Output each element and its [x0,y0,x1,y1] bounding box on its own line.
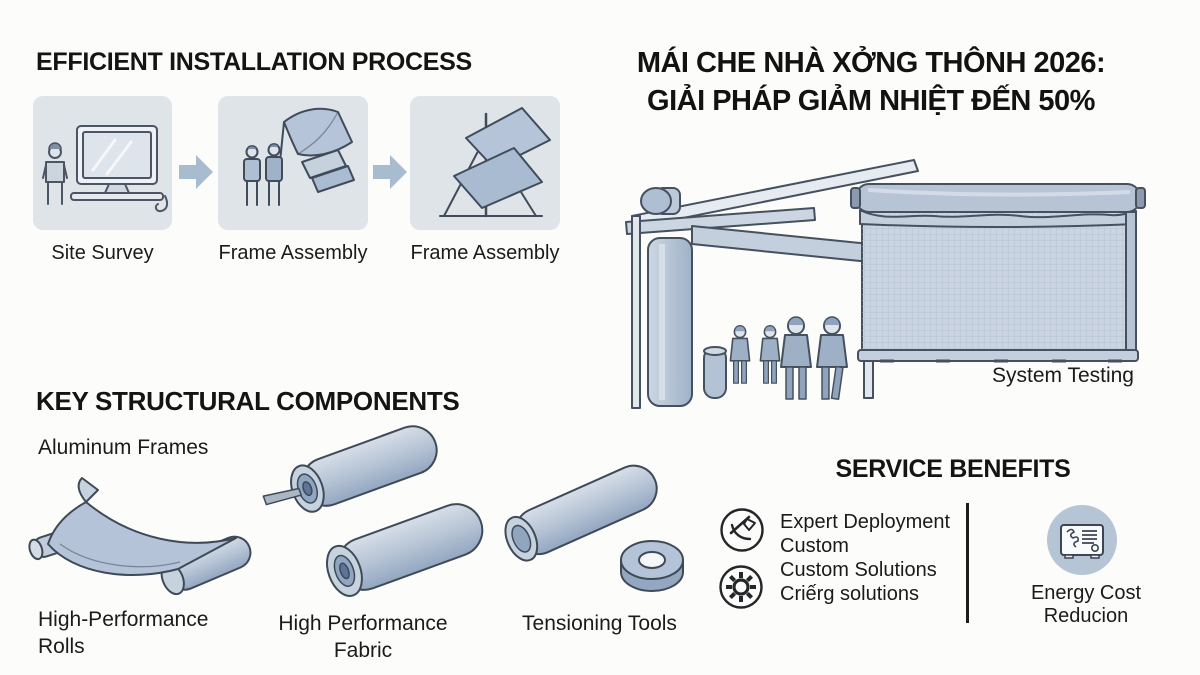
headline-line-1: MÁI CHE NHÀ XỞNG THÔNH 2026: [636,47,1106,79]
roll-and-washer-illustration [490,448,705,608]
energy-cost-label: Energy Cost Reducion [1030,582,1142,627]
process-section-title: EFFICIENT INSTALLATION PROCESS [36,48,472,76]
benefits-section-title: SERVICE BENEFITS [835,455,1071,483]
arrow-right-icon [373,152,407,192]
warehouse-frame-and-screen-illustration [618,150,1178,425]
benefit-line: Custom [780,535,849,557]
tools-check-icon [718,506,766,559]
arrow-right-icon [179,152,213,192]
step-box-site-survey [33,96,172,230]
two-fabric-rolls-illustration [262,424,487,609]
main-headline: MÁI CHE NHÀ XỞNG THÔNH 2026: GIẢI PHÁP G… [615,44,1127,120]
step-box-frame-assembly-2 [410,96,560,230]
panel-carry-illustration [218,96,368,230]
aluminum-frames-label: Aluminum Frames [38,436,209,459]
components-section-title: KEY STRUCTURAL COMPONENTS [36,386,460,416]
energy-certificate-icon [1046,504,1118,581]
step-label-frame-assembly-1: Frame Assembly [218,242,368,264]
site-survey-illustration [33,96,172,230]
system-testing-caption: System Testing [991,364,1134,387]
benefit-line: Criếrg solutions [780,583,919,605]
benefits-divider [966,503,969,623]
frame-fabric-illustration [410,96,560,230]
unrolled-fabric-roll-illustration [20,452,260,617]
component-label-rolls: High-Performance Rolls [38,608,209,658]
benefit-text-block: Expert Deployment Custom Custom Solution… [780,510,980,606]
component-label-tools: Tensioning Tools [522,612,677,635]
component-label-fabric: High Performance Fabric [278,612,448,662]
step-label-site-survey: Site Survey [51,242,154,264]
step-label-frame-assembly-2: Frame Assembly [410,242,560,264]
gear-icon [717,563,765,616]
benefit-line: Custom Solutions [780,559,937,581]
headline-line-2: GIẢI PHÁP GIẢM NHIỆT ĐẾN 50% [647,85,1095,117]
benefit-line: Expert Deployment [780,511,951,533]
step-box-frame-assembly-1 [218,96,368,230]
